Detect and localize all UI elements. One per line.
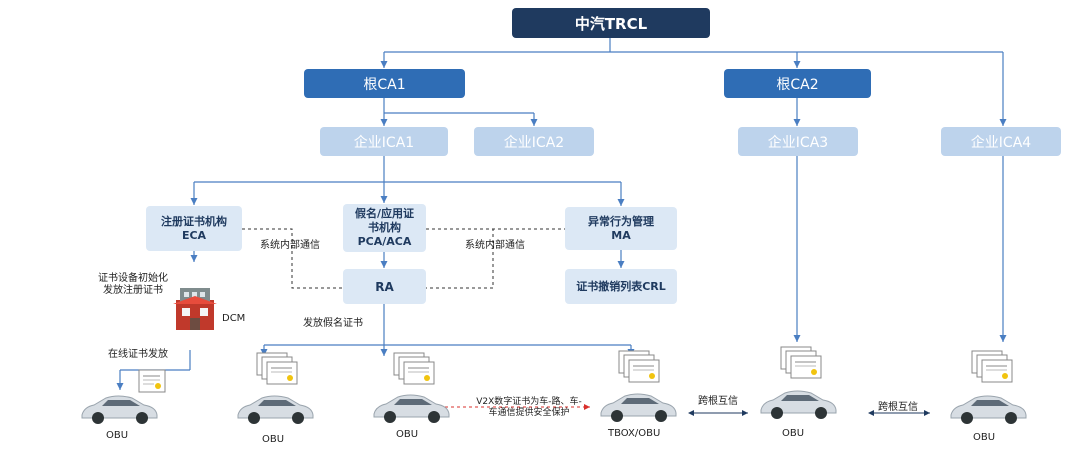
car-icon	[237, 395, 314, 424]
internal-comm-label-right: 系统内部通信	[465, 240, 525, 251]
certificate-stack-icon	[393, 352, 435, 385]
ica1: 企业ICA1	[320, 127, 448, 156]
ra-node: RA	[343, 269, 426, 304]
cross-root-label-1: 跨根互信	[698, 396, 738, 407]
car-icon	[600, 393, 677, 422]
vehicle-label: OBU	[973, 432, 996, 443]
vehicle-label: OBU	[782, 428, 805, 439]
vehicle-label: OBU	[262, 434, 285, 445]
certificate-stack-icon	[256, 352, 298, 385]
cross-root-label-2: 跨根互信	[878, 402, 918, 413]
dcm-building-icon	[173, 288, 217, 330]
root-ca2: 根CA2	[724, 69, 871, 98]
pseudonym-issue-label: 发放假名证书	[303, 318, 363, 329]
pca-node: 假名/应用证 书机构 PCA/ACA	[343, 204, 426, 252]
eca-node: 注册证书机构 ECA	[146, 206, 242, 251]
certificate-stack-icon	[971, 350, 1013, 383]
certificate-stack-icon	[780, 346, 822, 379]
ica3: 企业ICA3	[738, 127, 858, 156]
v2x-label: V2X数字证书为车-路、车- 车通信提供安全保护	[476, 397, 582, 418]
certificate-stack-icon	[618, 350, 660, 383]
device-init-label: 证书设备初始化 发放注册证书	[98, 273, 168, 296]
car-icon	[373, 394, 450, 423]
certificate-icon	[138, 369, 166, 393]
vehicle-label: TBOX/OBU	[608, 428, 661, 439]
online-issue-label: 在线证书发放	[108, 349, 168, 360]
car-icon	[81, 395, 158, 424]
root-ca1: 根CA1	[304, 69, 465, 98]
ica2: 企业ICA2	[474, 127, 594, 156]
vehicle-label: OBU	[396, 429, 419, 440]
root-node: 中汽TRCL	[512, 8, 710, 38]
dcm-label: DCM	[222, 313, 246, 324]
ma-node: 异常行为管理 MA	[565, 207, 677, 250]
car-icon	[950, 395, 1027, 424]
crl-node: 证书撤销列表CRL	[565, 269, 677, 304]
car-icon	[760, 390, 837, 419]
vehicle-label: OBU	[106, 430, 129, 441]
internal-comm-label-left: 系统内部通信	[260, 240, 320, 251]
ica4: 企业ICA4	[941, 127, 1061, 156]
